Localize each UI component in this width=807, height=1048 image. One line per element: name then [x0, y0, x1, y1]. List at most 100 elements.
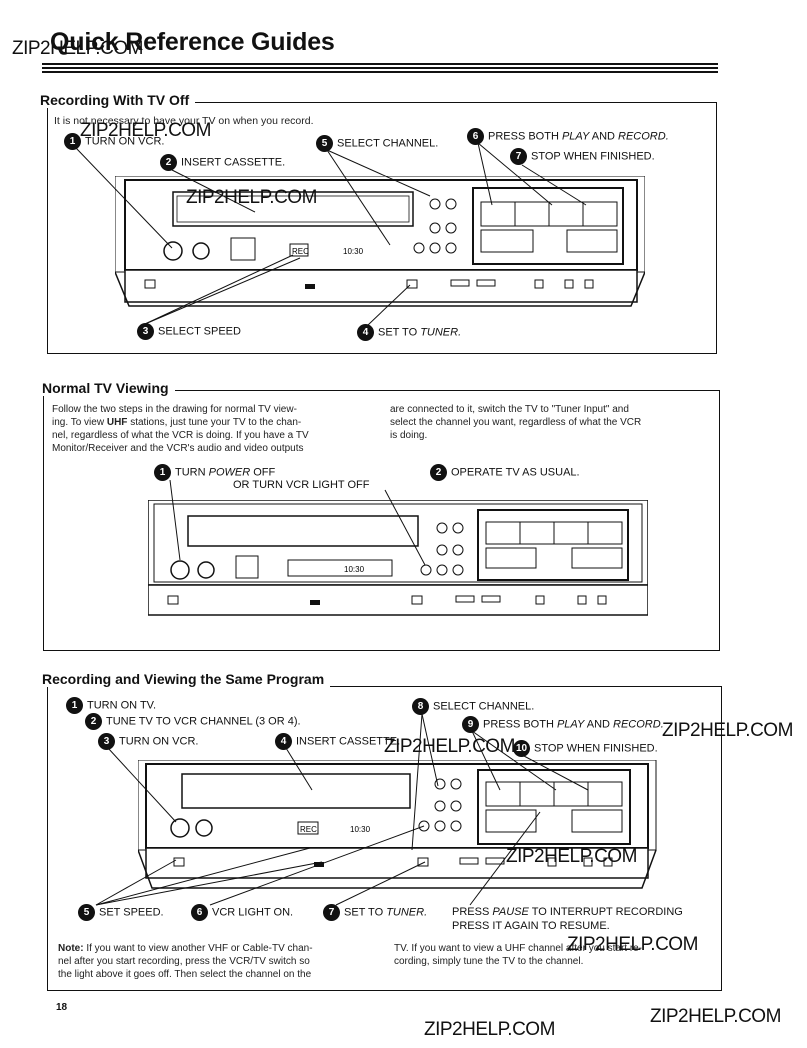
- step-label: RECORD.: [613, 718, 664, 731]
- note-line: cording, simply tune the TV to the chann…: [394, 956, 584, 967]
- section3-note-left: Note: If you want to view another VHF or…: [58, 942, 388, 981]
- section3-note-right: TV. If you want to view a UHF channel af…: [394, 942, 719, 968]
- step-label: AND: [586, 718, 610, 731]
- paragraph-line: ing. To view UHF stations, just tune you…: [52, 416, 392, 429]
- step-number-4: 4: [275, 733, 292, 750]
- watermark: ZIP2HELP.COM: [12, 38, 143, 59]
- step-label: SET TO: [344, 906, 384, 919]
- step-label: VCR LIGHT ON.: [212, 906, 294, 919]
- step-number-6: 6: [467, 128, 484, 145]
- vcr-rec-label: REC: [292, 247, 309, 256]
- paragraph-line: Follow the two steps in the drawing for …: [52, 404, 297, 415]
- step-label: PLAY: [556, 718, 585, 731]
- title-rule: [42, 67, 718, 69]
- step-number-3: 3: [98, 733, 115, 750]
- step-label: TURN: [175, 466, 206, 479]
- step-pause: PRESS PAUSE TO INTERRUPT RECORDING: [452, 906, 683, 918]
- step-label: AND: [591, 130, 615, 143]
- step-number-7: 7: [323, 904, 340, 921]
- step-set-to-tuner: 7 SET TO TUNER.: [323, 904, 427, 921]
- note-line: nel after you start recording, press the…: [58, 956, 310, 967]
- step-number-7: 7: [510, 148, 527, 165]
- step-label: TUNE TV TO VCR CHANNEL (3 OR 4).: [106, 715, 301, 728]
- step-label: PRESS: [452, 906, 490, 918]
- step-label: SELECT CHANNEL.: [433, 700, 535, 713]
- paragraph-line: are connected to it, switch the TV to "T…: [390, 404, 629, 415]
- text-fragment: ing. To view: [52, 417, 105, 428]
- step-number-9: 9: [462, 716, 479, 733]
- step-number-5: 5: [316, 135, 333, 152]
- step-number-8: 8: [412, 698, 429, 715]
- step-number-1: 1: [64, 133, 81, 150]
- text-fragment: stations, just tune your TV to the chan-: [130, 417, 302, 428]
- note-line: Note: If you want to view another VHF or…: [58, 942, 388, 955]
- step-label: TO INTERRUPT RECORDING: [531, 906, 683, 918]
- step-number-4: 4: [357, 324, 374, 341]
- step-press-play-record: 9 PRESS BOTH PLAY AND RECORD.: [462, 716, 664, 733]
- note-line: the light above it goes off. Then select…: [58, 969, 312, 980]
- section2-paragraph-left: Follow the two steps in the drawing for …: [52, 403, 392, 455]
- section-normal-tv-viewing: [43, 390, 720, 651]
- step-label: SELECT SPEED: [158, 325, 241, 338]
- step-label: TURN ON VCR.: [119, 735, 199, 748]
- step-label: STOP WHEN FINISHED.: [534, 742, 658, 755]
- vcr-clock: 10:30: [344, 565, 365, 574]
- step-label: PRESS BOTH: [483, 718, 554, 731]
- step-number-2: 2: [85, 713, 102, 730]
- section-title-line: [200, 102, 717, 103]
- step-select-speed: 3 SELECT SPEED: [137, 323, 241, 340]
- step-label: STOP WHEN FINISHED.: [531, 150, 655, 163]
- title-rule: [42, 63, 718, 65]
- section-title-normal-tv-viewing: Normal TV Viewing: [42, 380, 175, 396]
- step-turn-on-vcr: 3 TURN ON VCR.: [98, 733, 198, 750]
- watermark: ZIP2HELP.COM: [650, 1006, 781, 1027]
- step-label: OFF: [253, 466, 276, 479]
- text-fragment: UHF: [106, 417, 128, 428]
- note-label: Note:: [58, 943, 84, 954]
- step-number-2: 2: [160, 154, 177, 171]
- step-label: SET SPEED.: [99, 906, 164, 919]
- step-label: PLAY: [561, 130, 590, 143]
- step-number-1: 1: [154, 464, 171, 481]
- vcr-clock: 10:30: [343, 247, 364, 256]
- vcr-clock: 10:30: [350, 825, 371, 834]
- section2-paragraph-right: are connected to it, switch the TV to "T…: [390, 403, 720, 442]
- page-number: 18: [56, 1002, 68, 1013]
- step-label: PAUSE: [492, 906, 529, 918]
- step-number-10: 10: [513, 740, 530, 757]
- note-line: TV. If you want to view a UHF channel af…: [394, 943, 643, 954]
- page-title: Quick Reference Guides: [50, 28, 335, 56]
- paragraph-line: is doing.: [390, 430, 428, 441]
- step-set-speed: 5 SET SPEED.: [78, 904, 164, 921]
- step-operate-tv: 2 OPERATE TV AS USUAL.: [430, 464, 580, 481]
- step-label: SET TO: [378, 326, 418, 339]
- watermark: ZIP2HELP.COM: [567, 934, 698, 955]
- step-label: TUNER.: [386, 906, 428, 919]
- step-label: OPERATE TV AS USUAL.: [451, 466, 580, 479]
- step-label: TURN ON VCR.: [85, 135, 165, 148]
- step-insert-cassette: 4 INSERT CASSETTE.: [275, 733, 400, 750]
- step-label: INSERT CASSETTE.: [296, 735, 401, 748]
- paragraph-line: select the channel you want, regardless …: [390, 417, 642, 428]
- step-stop-when-finished: 10 STOP WHEN FINISHED.: [513, 740, 658, 757]
- step-label: PRESS BOTH: [488, 130, 559, 143]
- step-number-5: 5: [78, 904, 95, 921]
- text-fragment: If you want to view another VHF or Cable…: [86, 943, 313, 954]
- watermark: ZIP2HELP.COM: [506, 846, 637, 867]
- section-recording-and-viewing: [47, 686, 722, 991]
- section-title-recording-tv-off: Recording With TV Off: [40, 92, 196, 108]
- step-number-2: 2: [430, 464, 447, 481]
- step-select-channel: 8 SELECT CHANNEL.: [412, 698, 534, 715]
- watermark: ZIP2HELP.COM: [186, 187, 317, 208]
- step-label: TURN ON TV.: [87, 699, 157, 712]
- paragraph-line: nel, regardless of what the VCR is doing…: [52, 430, 309, 441]
- step-stop-when-finished: 7 STOP WHEN FINISHED.: [510, 148, 655, 165]
- step-number-3: 3: [137, 323, 154, 340]
